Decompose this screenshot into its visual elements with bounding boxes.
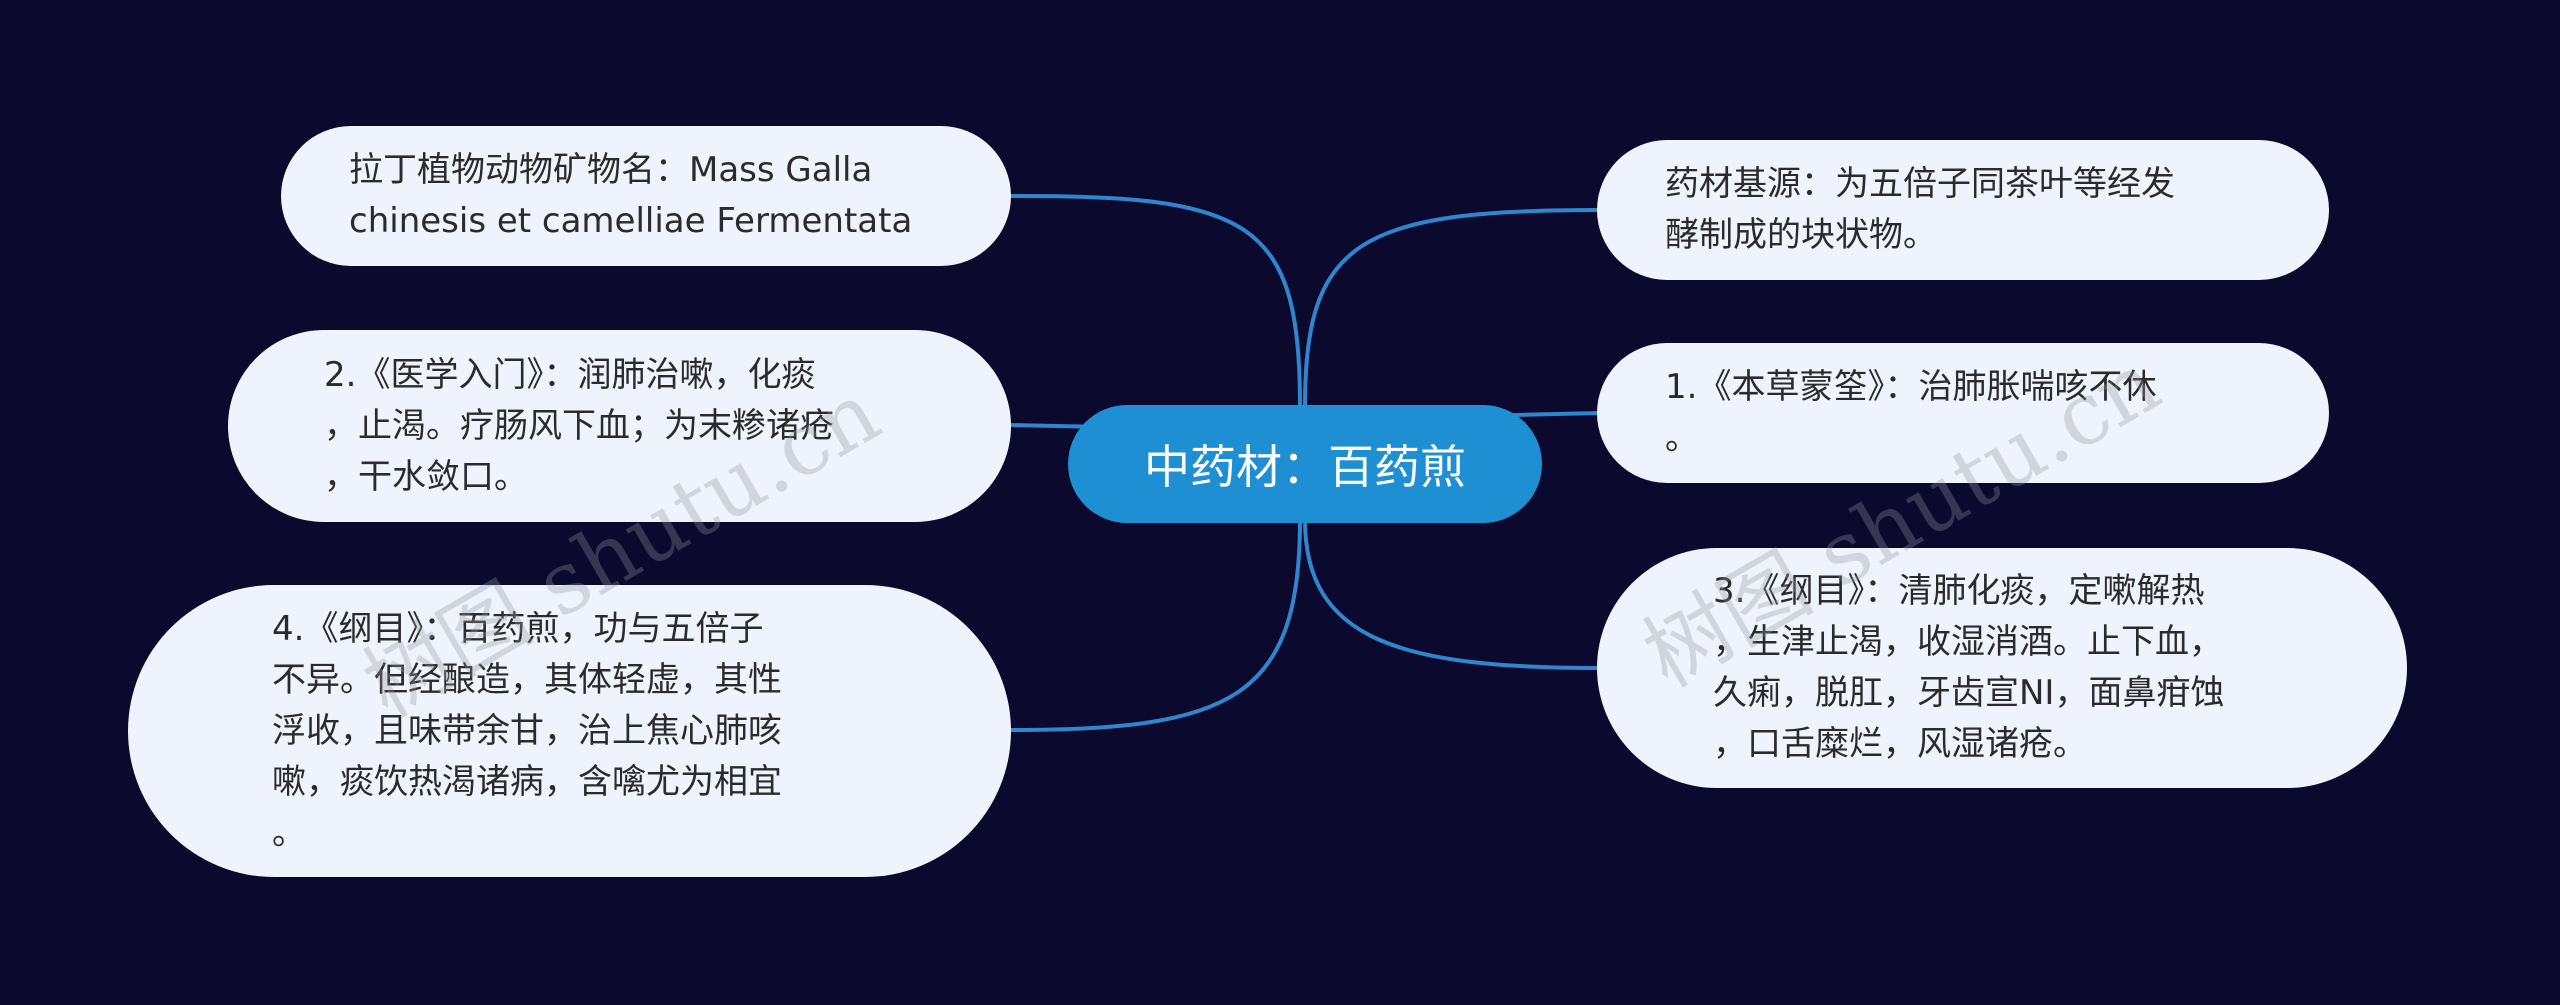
node-gangmu-3[interactable]: 3.《纲目》：清肺化痰，定嗽解热 ，生津止渴，收湿消酒。止下血， 久痢，脱肛，牙… (1597, 548, 2407, 788)
node-source-text: 药材基源：为五倍子同茶叶等经发 酵制成的块状物。 (1665, 164, 2175, 255)
node-source[interactable]: 药材基源：为五倍子同茶叶等经发 酵制成的块状物。 (1597, 140, 2329, 280)
node-latin-name[interactable]: 拉丁植物动物矿物名：Mass Galla chinesis et camelli… (281, 126, 1011, 266)
node-gangmu-3-text: 3.《纲目》：清肺化痰，定嗽解热 ，生津止渴，收湿消酒。止下血， 久痢，脱肛，牙… (1713, 571, 2225, 764)
node-latin-name-text: 拉丁植物动物矿物名：Mass Galla chinesis et camelli… (349, 150, 913, 241)
edge-gangmu-3 (1303, 519, 1601, 670)
node-bencao-mengquan-text: 1.《本草蒙筌》：治肺胀喘咳不休 。 (1665, 367, 2157, 458)
node-yixue-rumen-text: 2.《医学入门》：润肺治嗽，化痰 ，止渴。疗肠风下血；为末糁诸疮 ，干水敛口。 (324, 354, 834, 497)
node-gangmu-4[interactable]: 4.《纲目》：百药煎，功与五倍子 不异。但经酿造，其体轻虚，其性 浮收，且味带余… (128, 585, 1011, 877)
edge-gangmu-4 (1009, 519, 1302, 732)
node-gangmu-4-text: 4.《纲目》：百药煎，功与五倍子 不异。但经酿造，其体轻虚，其性 浮收，且味带余… (272, 608, 782, 853)
node-yixue-rumen[interactable]: 2.《医学入门》：润肺治嗽，化痰 ，止渴。疗肠风下血；为末糁诸疮 ，干水敛口。 (228, 330, 1011, 522)
root-node[interactable]: 中药材：百药煎 (1068, 405, 1542, 523)
root-node-label: 中药材：百药煎 (1144, 440, 1466, 494)
edge-latin-name (1009, 193, 1302, 406)
edge-source (1303, 208, 1601, 406)
node-bencao-mengquan[interactable]: 1.《本草蒙筌》：治肺胀喘咳不休 。 (1597, 343, 2329, 483)
